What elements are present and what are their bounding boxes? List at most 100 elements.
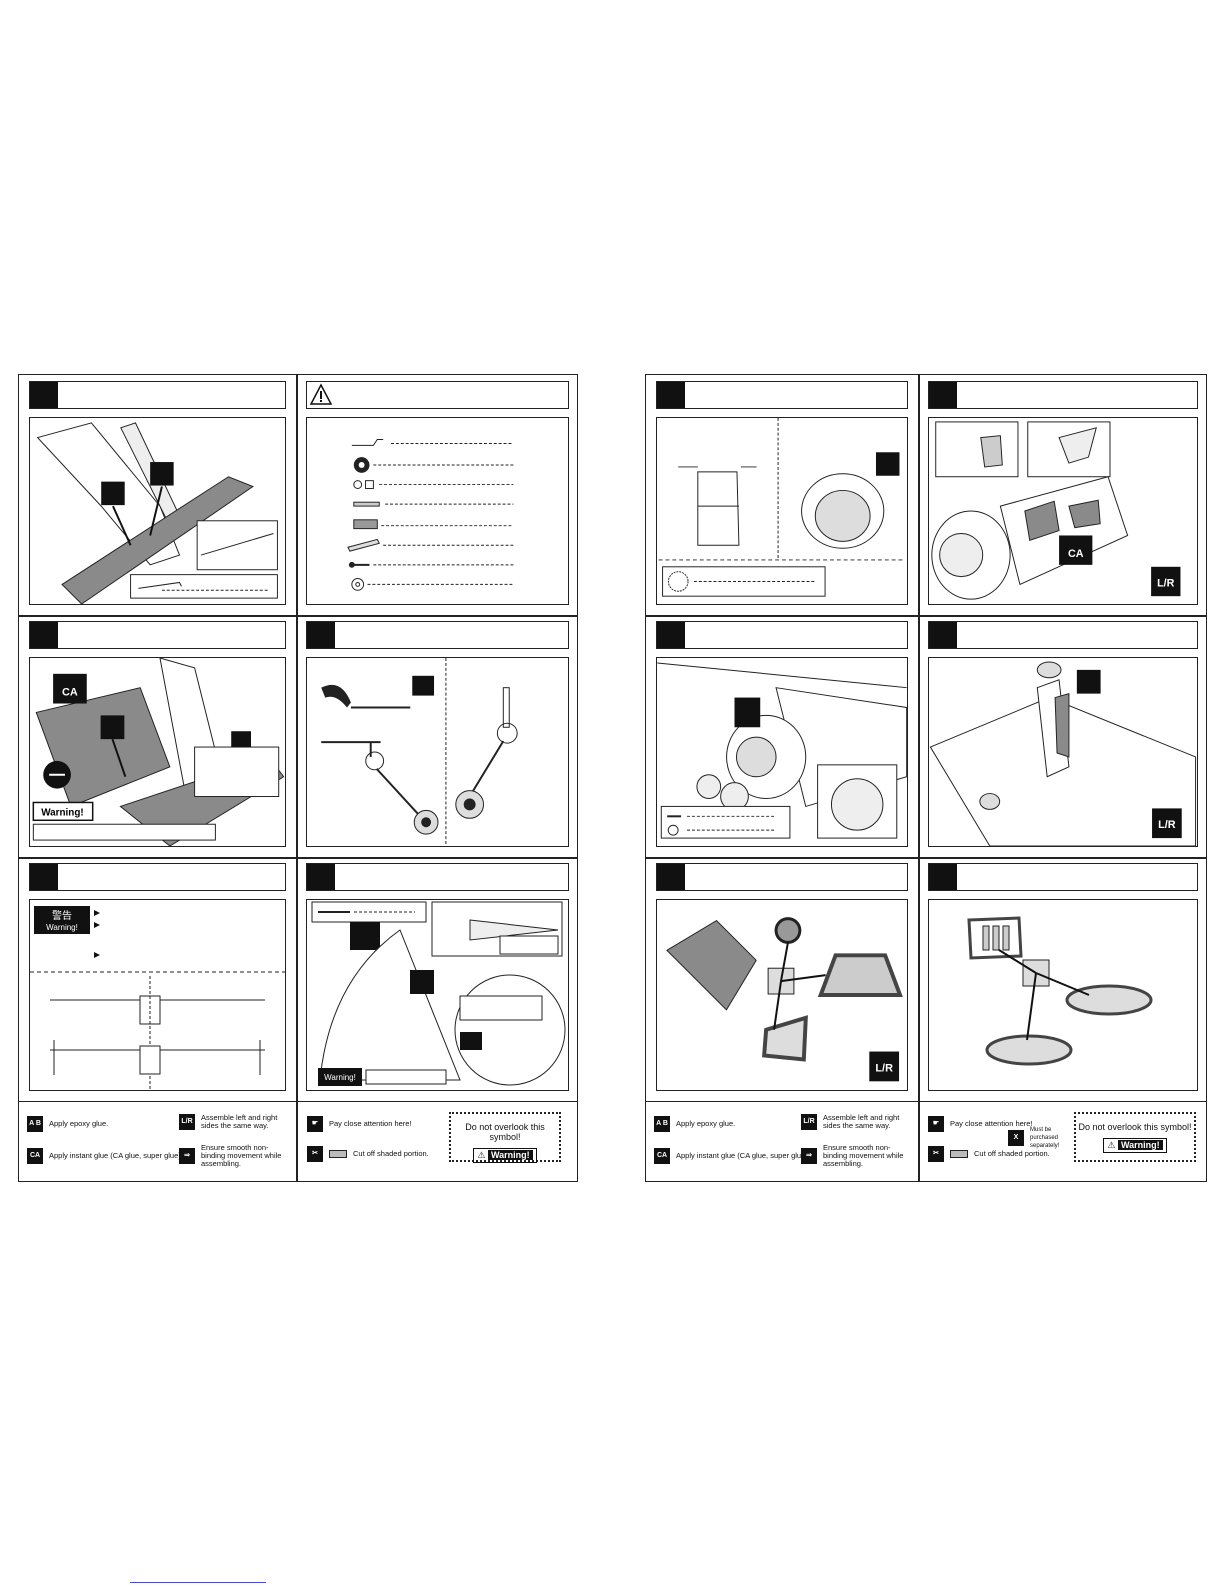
- warning-triangle-icon: [309, 383, 333, 405]
- step-illustration: 警告 Warning!: [29, 899, 286, 1091]
- legend-attention-text: Pay close attention here!: [950, 1119, 1033, 1128]
- row-divider: [646, 615, 1206, 617]
- step-panel-spinner: [646, 615, 918, 857]
- legend-lr-text: Assemble left and right sides the same w…: [201, 1113, 278, 1130]
- do-not-overlook-box: Do not overlook this symbol! ⚠ Warning!: [449, 1112, 561, 1163]
- epoxy-glue-icon: [410, 970, 434, 994]
- epoxy-glue-icon: [1076, 669, 1101, 694]
- wing-alignment-diagram: 警告 Warning!: [30, 906, 285, 1090]
- elevator-diagram: CA Warning!: [32, 658, 285, 846]
- step-illustration: L/R: [656, 899, 908, 1091]
- legend-epoxy: A B Apply epoxy glue.: [654, 1116, 735, 1132]
- smooth-movement-icon: ⇒: [801, 1148, 817, 1164]
- legend-ca: CA Apply instant glue (CA glue, super gl…: [654, 1148, 810, 1164]
- step-header: [928, 863, 1198, 891]
- cut-off-icon: ✂: [928, 1146, 944, 1162]
- step-panel-control-horn: Warning!: [296, 857, 579, 1101]
- legend-ca-text: Apply instant glue (CA glue, super glue)…: [49, 1151, 183, 1160]
- step-header: [29, 381, 286, 409]
- epoxy-glue-icon: A B: [654, 1116, 670, 1132]
- step-header: [656, 621, 908, 649]
- warning-badge: ⚠ Warning!: [473, 1148, 537, 1163]
- legend-lr-text: Assemble left and right sides the same w…: [823, 1113, 900, 1130]
- smooth-movement-icon: ⇒: [179, 1148, 195, 1164]
- legend-ca-text: Apply instant glue (CA glue, super glue)…: [676, 1151, 810, 1160]
- step-number-box: [30, 864, 58, 890]
- legend-epoxy-text: Apply epoxy glue.: [676, 1119, 736, 1128]
- legend-attention: ☛ Pay close attention here!: [307, 1116, 412, 1132]
- ca-glue-icon: [1059, 535, 1093, 565]
- step-panel-wing-alignment: 警告 Warning!: [19, 857, 296, 1101]
- step-header: [656, 863, 908, 891]
- step-panel-strut: L/R: [918, 615, 1208, 857]
- step-illustration: [306, 657, 569, 847]
- step-panel-windshield: CA L/R: [918, 375, 1208, 615]
- left-right-icon: L/R: [179, 1114, 195, 1130]
- legend-smooth-text: Ensure smooth non-binding movement while…: [201, 1143, 282, 1168]
- step-number-box: [657, 864, 685, 890]
- left-right-icon: [1151, 566, 1181, 597]
- strut-diagram: L/R: [929, 661, 1197, 846]
- step-header: [29, 863, 286, 891]
- symbol-legend: A B Apply epoxy glue. CA Apply instant g…: [19, 1101, 577, 1184]
- legend-smooth-text: Ensure smooth non-binding movement while…: [823, 1143, 904, 1168]
- column-divider: [918, 375, 920, 1181]
- footer-link-line: [130, 1582, 266, 1583]
- column-divider: [296, 375, 298, 1181]
- ca-label: CA: [62, 687, 78, 699]
- legend-cutoff: ✂ Cut off shaded portion.: [307, 1146, 429, 1162]
- step-panel-stabilizer: [19, 375, 296, 615]
- overlook-text: Do not overlook this symbol!: [1078, 1122, 1192, 1132]
- row-divider: [19, 857, 577, 859]
- legend-lr: L/R Assemble left and right sides the sa…: [801, 1114, 911, 1130]
- do-not-overlook-box: Do not overlook this symbol! ⚠ Warning!: [1074, 1112, 1196, 1162]
- warning-badge: [34, 906, 90, 934]
- left-right-icon: L/R: [801, 1114, 817, 1130]
- lr-label: L/R: [1158, 819, 1176, 831]
- step-number-box: [657, 382, 685, 408]
- step-header: [928, 621, 1198, 649]
- step-illustration: CA L/R: [928, 417, 1198, 605]
- step-number-box: [307, 622, 335, 648]
- legend-cutoff-text: Cut off shaded portion.: [353, 1149, 429, 1158]
- step-panel-landing-gear: [296, 615, 579, 857]
- overlook-text: Do not overlook this symbol!: [465, 1122, 545, 1142]
- purchase-separately-icon: X: [1008, 1130, 1024, 1146]
- keigao-label: 警告: [52, 909, 72, 922]
- pointing-hand-icon: ☛: [928, 1116, 944, 1132]
- step-number-box: [30, 622, 58, 648]
- epoxy-glue-icon: [875, 452, 900, 476]
- step-panel-parts: [296, 375, 579, 615]
- left-instruction-sheet: CA Warning!: [18, 374, 578, 1182]
- step-number-box: [30, 382, 58, 408]
- left-right-icon: [869, 1051, 900, 1082]
- step-illustration: CA Warning!: [29, 657, 286, 847]
- step-illustration: [656, 657, 908, 847]
- step-illustration: Warning!: [306, 899, 569, 1091]
- step-header: [29, 621, 286, 649]
- step-panel-elevator: CA Warning!: [19, 615, 296, 857]
- step-number-box: [929, 864, 957, 890]
- step-illustration: [29, 417, 286, 605]
- warning-label: Warning!: [41, 807, 83, 818]
- legend-purchased-text: Must be purchased separately!: [1030, 1127, 1060, 1149]
- legend-cutoff-text: Cut off shaded portion.: [974, 1149, 1050, 1158]
- step-header: [656, 381, 908, 409]
- row-divider: [646, 857, 1206, 859]
- wheel-pants-diagram: [967, 916, 1153, 1066]
- step-illustration: [656, 417, 908, 605]
- step-panel-wheel-pants: [918, 857, 1208, 1101]
- step-illustration: L/R: [928, 657, 1198, 847]
- step-number-box: [307, 864, 335, 890]
- row-divider: [19, 615, 577, 617]
- legend-smooth: ⇒ Ensure smooth non-binding movement whi…: [179, 1144, 289, 1168]
- legend-purchased: X Must be purchased separately!: [1008, 1126, 1068, 1150]
- legend-ca: CA Apply instant glue (CA glue, super gl…: [27, 1148, 183, 1164]
- lr-label: L/R: [875, 1062, 893, 1074]
- warning-badge-label: Warning!: [487, 1150, 533, 1160]
- ca-glue-icon: CA: [654, 1148, 670, 1164]
- legend-epoxy-text: Apply epoxy glue.: [49, 1119, 109, 1128]
- step-number-box: [929, 382, 957, 408]
- legend-cutoff: ✂ Cut off shaded portion.: [928, 1146, 1050, 1162]
- step-panel-decals: L/R: [646, 857, 918, 1101]
